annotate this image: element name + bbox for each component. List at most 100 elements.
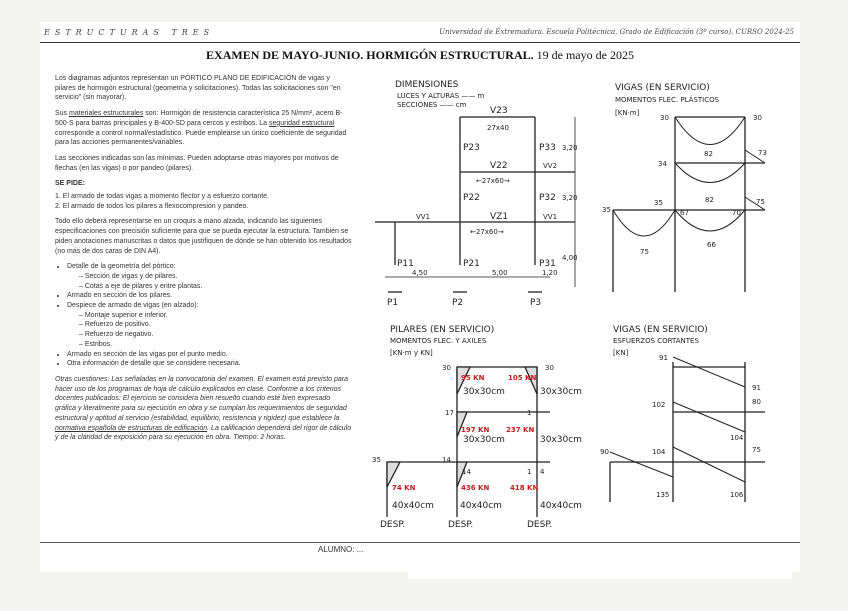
dim-label: P11: [397, 259, 414, 269]
column-label: 1: [527, 468, 531, 476]
institution-line: Universidad de Extremadura. Escuela Poli…: [439, 28, 794, 36]
shear-label: 104: [730, 434, 744, 442]
axial-label: 237 KN: [506, 426, 534, 434]
column-label: 17: [445, 409, 454, 417]
moment-label: 34: [658, 160, 667, 168]
dim-label: P22: [463, 193, 480, 203]
beams-shear-frame: [609, 356, 765, 502]
section-label: 30x30cm: [463, 387, 505, 397]
column-label: 1: [527, 409, 531, 417]
column-label: 30: [442, 364, 451, 372]
section-label: 40x40cm: [460, 501, 502, 511]
dim-label: P23: [463, 143, 480, 153]
student-name-field[interactable]: [408, 553, 792, 579]
dims-legend: SECCIONES —— cm: [397, 101, 467, 109]
header-rule: [40, 42, 800, 43]
section-label: 30x30cm: [540, 387, 582, 397]
shear-label: 90: [600, 448, 609, 456]
sections-note: Las secciones indicadas son las mínimas.…: [55, 154, 339, 172]
moments-title: MOMENTOS FLEC. PLÁSTICOS: [615, 95, 720, 104]
axial-label: 197 KN: [461, 426, 489, 434]
ask-item: 2. El armado de todos los pilares a flex…: [55, 202, 249, 210]
dim-label: 1,20: [542, 269, 558, 277]
moment-label: 82: [704, 150, 713, 158]
moment-label: 75: [640, 248, 649, 256]
shear-unit: [KN]: [613, 349, 629, 357]
detail-item: Otra información de detalle que se consi…: [67, 359, 352, 369]
dim-label: P21: [463, 259, 480, 269]
dim-label: VV1: [543, 213, 557, 221]
shear-label: 91: [752, 384, 761, 392]
dim-label: P2: [452, 298, 463, 308]
dim-label: ←27x60→: [470, 228, 504, 236]
columns-title: MOMENTOS FLEC. Y AXILES: [390, 337, 487, 345]
detail-item: Detalle de la geometría del pórtico: Sec…: [67, 262, 352, 291]
shear-label: 106: [730, 491, 744, 499]
exam-title: EXAMEN DE MAYO-JUNIO. HORMIGÓN ESTRUCTUR…: [40, 48, 800, 63]
support-label: DESP.: [380, 520, 405, 530]
materials-paragraph: Sus materiales estructurales son: Hormig…: [55, 110, 347, 147]
dims-legend: LUCES Y ALTURAS —— m: [397, 92, 485, 100]
column-label: 14: [442, 456, 451, 464]
support-label: DESP.: [527, 520, 552, 530]
shear-label: 104: [652, 448, 666, 456]
dim-label: 4,00: [562, 254, 578, 262]
course-name: ESTRUCTURAS TRES: [44, 28, 215, 37]
columns-unit: [KN·m y KN]: [390, 349, 433, 357]
dimensions-frame: [375, 116, 576, 293]
dim-label: P33: [539, 143, 556, 153]
shear-label: 75: [752, 446, 761, 454]
moment-label: 35: [654, 199, 663, 207]
shear-title: VIGAS (EN SERVICIO): [613, 325, 708, 335]
exam-sheet: ESTRUCTURAS TRES Universidad de Extremad…: [40, 22, 800, 572]
section-label: 30x30cm: [540, 435, 582, 445]
moments-title: VIGAS (EN SERVICIO): [615, 83, 710, 93]
shear-label: 102: [652, 401, 665, 409]
ask-item: 1. El armado de todas vigas a momento fl…: [55, 193, 269, 201]
dim-label: 4,50: [412, 269, 428, 277]
dim-label: V23: [490, 106, 508, 116]
dims-title: DIMENSIONES: [395, 80, 459, 90]
exam-date: 19 de mayo de 2025: [536, 48, 634, 62]
dim-label: 3,20: [562, 144, 578, 152]
detail-subitem: Refuerzo de negativo.: [79, 330, 352, 340]
dim-label: 3,20: [562, 194, 578, 202]
beams-moment-frame: [612, 116, 766, 292]
ask-heading: SE PIDE:: [55, 180, 85, 188]
moment-label: 66: [707, 241, 716, 249]
moment-label: 30: [753, 114, 762, 122]
axial-label: 105 KN: [508, 374, 536, 382]
detail-subitem: Sección de vigas y de pilares.: [79, 272, 352, 282]
dim-label: P1: [387, 298, 398, 308]
moment-label: 30: [660, 114, 669, 122]
shear-label: 91: [659, 354, 668, 362]
details-list: Detalle de la geometría del pórtico: Sec…: [55, 262, 352, 369]
moment-label: 73: [758, 149, 767, 157]
other-questions: Otras cuestiones: Las señaladas en la co…: [55, 375, 352, 442]
dim-label: ←27x60→: [476, 177, 510, 185]
detail-subitem: Refuerzo de positivo.: [79, 320, 352, 330]
dim-label: P32: [539, 193, 556, 203]
section-label: 40x40cm: [540, 501, 582, 511]
instructions-paragraph: Todo ello deberá representarse en un cro…: [55, 218, 352, 255]
dim-label: P3: [530, 298, 541, 308]
dim-label: 5,00: [492, 269, 508, 277]
dim-label: V22: [490, 161, 508, 171]
column-label: 35: [372, 456, 381, 464]
shear-label: 80: [752, 398, 761, 406]
moment-label: 75: [756, 198, 765, 206]
moment-label: 67: [680, 209, 689, 217]
dim-label: VV2: [543, 162, 557, 170]
section-label: 30x30cm: [463, 435, 505, 445]
support-label: DESP.: [448, 520, 473, 530]
diagrams: DIMENSIONES LUCES Y ALTURAS —— m SECCION…: [372, 80, 767, 530]
shear-label: 135: [656, 491, 669, 499]
section-label: 40x40cm: [392, 501, 434, 511]
dim-label: VV1: [416, 213, 430, 221]
columns-title: PILARES (EN SERVICIO): [390, 325, 494, 335]
intro-paragraph: Los diagramas adjuntos representan un PÓ…: [55, 75, 341, 102]
axial-label: 95 KN: [461, 374, 485, 382]
footer-rule: [40, 542, 800, 543]
column-label: 30: [545, 364, 554, 372]
dim-label: P31: [539, 259, 556, 269]
